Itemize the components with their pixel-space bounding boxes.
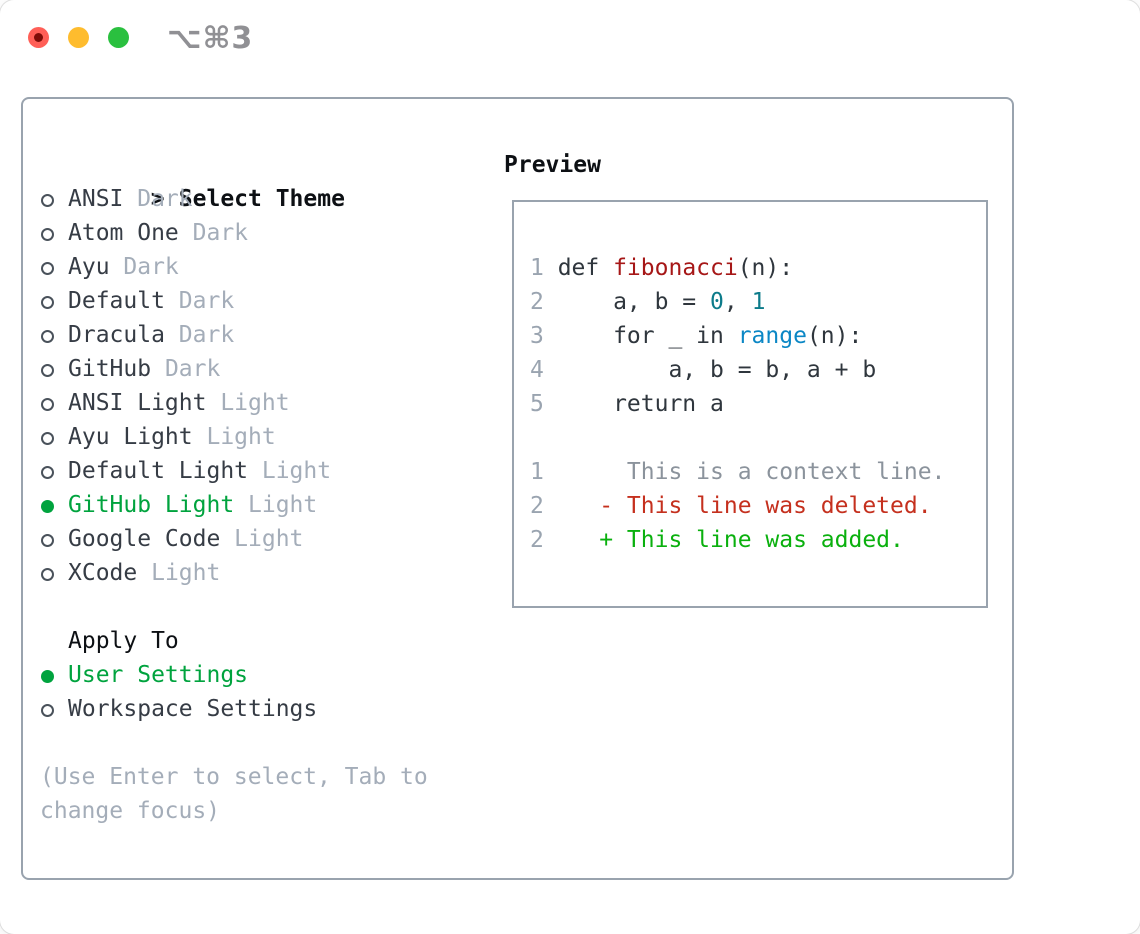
radio-unselected-icon: [40, 420, 68, 454]
code-line-4: 4 a, b = b, a + b: [530, 353, 986, 387]
radio-unselected-icon: [40, 352, 68, 386]
apply-to-title: Apply To: [68, 628, 179, 654]
radio-selected-icon: [40, 488, 68, 522]
hint-text-line-1: (Use Enter to select, Tab to: [40, 764, 428, 790]
radio-unselected-icon: [40, 182, 68, 216]
line-number: 4: [530, 357, 544, 383]
select-theme-title: Select Theme: [178, 186, 345, 212]
titlebar: ⌥⌘3: [0, 0, 1140, 97]
radio-unselected-icon: [40, 522, 68, 556]
radio-unselected-icon: [40, 692, 68, 726]
theme-variant-label: Dark: [137, 186, 193, 212]
spacer: [40, 590, 428, 624]
line-number: 1: [530, 459, 544, 485]
apply-to-header: Apply To: [40, 624, 428, 658]
theme-variant-label: Light: [151, 560, 221, 586]
line-number: 3: [530, 323, 544, 349]
code-line-5: 5 return a: [530, 387, 986, 421]
preview-title: Preview: [504, 152, 601, 178]
close-button[interactable]: [28, 27, 49, 48]
window-title-shortcut: ⌥⌘3: [167, 21, 254, 56]
radio-unselected-icon: [40, 250, 68, 284]
blank-line: [530, 421, 986, 455]
cursor-chevron-icon: >: [150, 186, 165, 212]
radio-unselected-icon: [40, 284, 68, 318]
apply-option-workspace-settings[interactable]: Workspace Settings: [40, 692, 428, 726]
code-line-3: 3 for _ in range(n):: [530, 319, 986, 353]
line-number: 2: [530, 493, 544, 519]
apply-option-user-settings[interactable]: User Settings: [40, 658, 428, 692]
line-number: 1: [530, 255, 544, 281]
theme-variant-label: Light: [248, 492, 318, 518]
theme-variant-label: Light: [206, 424, 276, 450]
line-number: 2: [530, 289, 544, 315]
maximize-button[interactable]: [108, 27, 129, 48]
radio-unselected-icon: [40, 318, 68, 352]
diff-deleted-line: 2 - This line was deleted.: [530, 489, 986, 523]
line-number: 2: [530, 527, 544, 553]
theme-variant-label: Light: [261, 458, 332, 484]
minimize-button[interactable]: [68, 27, 89, 48]
radio-unselected-icon: [40, 386, 68, 420]
line-number: 5: [530, 391, 544, 417]
theme-variant-label: Dark: [164, 356, 221, 382]
theme-variant-label: Dark: [123, 254, 179, 280]
spacer: [40, 726, 428, 760]
theme-variant-label: Light: [220, 390, 290, 416]
radio-unselected-icon: [40, 556, 68, 590]
select-theme-header: > Select Theme: [40, 148, 428, 212]
diff-context-line: 1 This is a context line.: [530, 455, 986, 489]
theme-variant-label: Dark: [178, 288, 235, 314]
radio-unselected-icon: [40, 216, 68, 250]
code-line-2: 2 a, b = 0, 1: [530, 285, 986, 319]
builtin-token: range: [737, 323, 807, 349]
diff-added-line: 2 + This line was added.: [530, 523, 986, 557]
close-dot-icon: [34, 33, 43, 42]
hint-text-line-2: change focus): [40, 798, 221, 824]
number-literal-token: 1: [751, 289, 766, 315]
theme-variant-label: Dark: [192, 220, 249, 246]
number-literal-token: 0: [710, 289, 724, 315]
radio-selected-icon: [40, 658, 68, 692]
radio-unselected-icon: [40, 454, 68, 488]
theme-variant-label: Dark: [178, 322, 235, 348]
theme-variant-label: Light: [234, 526, 304, 552]
function-name-token: fibonacci: [613, 255, 738, 281]
